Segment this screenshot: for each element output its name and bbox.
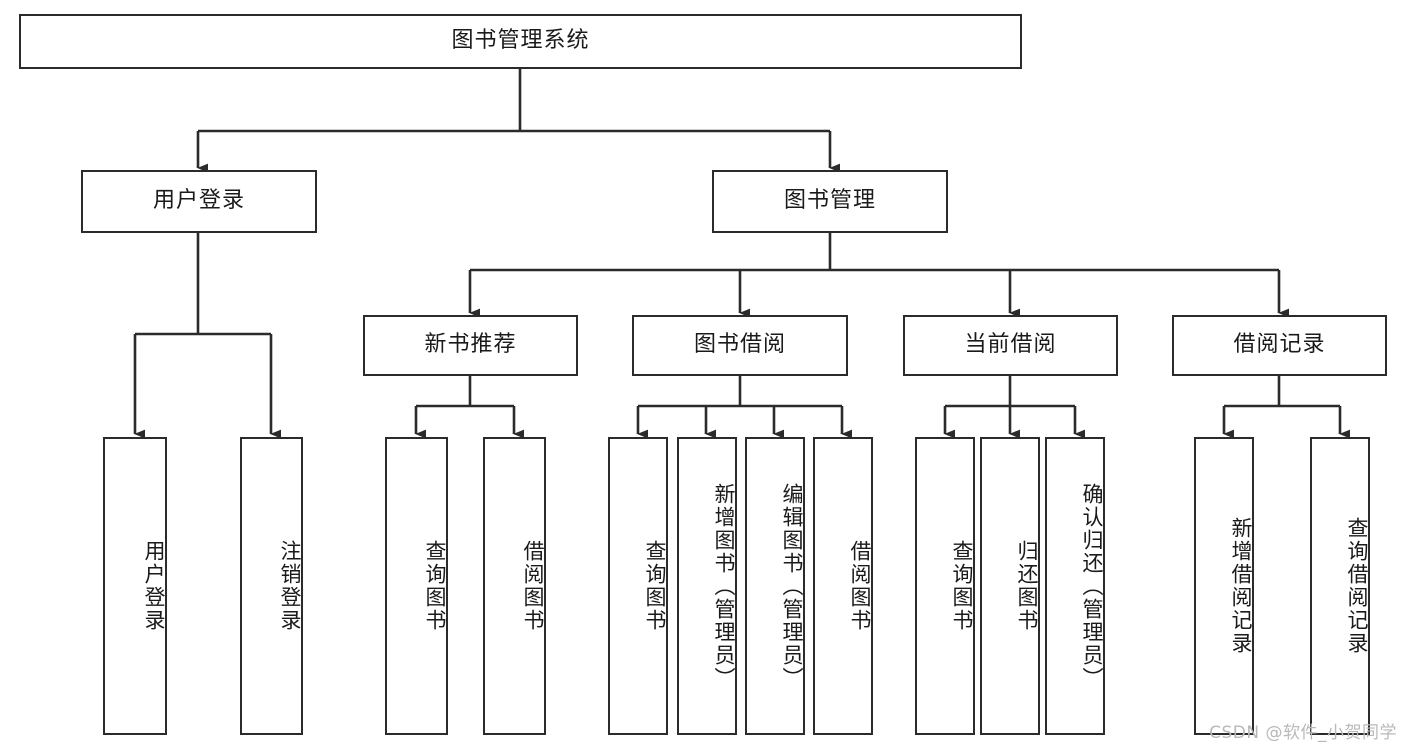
leaf-new-book-borrow-label: 借阅图书	[521, 540, 545, 632]
leaf-borrow-record-query-label: 查询借阅记录	[1345, 517, 1369, 655]
node-current-borrow-label: 当前借阅	[964, 332, 1057, 358]
node-root[interactable]: 图书管理系统	[19, 14, 1022, 69]
leaf-borrow-record-add[interactable]: 新增借阅记录	[1194, 437, 1254, 735]
leaf-current-borrow-confirm-label: 确认归还（管理员）	[1080, 482, 1104, 690]
leaf-book-borrow-query-label: 查询图书	[643, 540, 667, 632]
leaf-current-borrow-query[interactable]: 查询图书	[915, 437, 975, 735]
node-user-login[interactable]: 用户登录	[81, 170, 317, 233]
node-book-borrow-label: 图书借阅	[693, 332, 786, 358]
leaf-book-borrow-add-label: 新增图书（管理员）	[712, 482, 736, 690]
leaf-user-login-login-label: 用户登录	[142, 540, 166, 632]
leaf-book-borrow-edit-label: 编辑图书（管理员）	[780, 482, 804, 690]
leaf-user-login-logout[interactable]: 注销登录	[240, 437, 303, 735]
leaf-current-borrow-query-label: 查询图书	[950, 540, 974, 632]
leaf-book-borrow-borrow-label: 借阅图书	[848, 540, 872, 632]
leaf-new-book-query-label: 查询图书	[423, 540, 447, 632]
node-current-borrow[interactable]: 当前借阅	[903, 315, 1118, 376]
leaf-borrow-record-add-label: 新增借阅记录	[1229, 517, 1253, 655]
leaf-new-book-query[interactable]: 查询图书	[385, 437, 448, 735]
node-book-management-label: 图书管理	[783, 188, 876, 214]
leaf-book-borrow-add[interactable]: 新增图书（管理员）	[677, 437, 737, 735]
node-root-label: 图书管理系统	[451, 28, 590, 54]
node-borrow-record-label: 借阅记录	[1233, 332, 1326, 358]
node-borrow-record[interactable]: 借阅记录	[1172, 315, 1387, 376]
node-book-management[interactable]: 图书管理	[712, 170, 948, 233]
node-new-book-recommend[interactable]: 新书推荐	[363, 315, 578, 376]
leaf-book-borrow-edit[interactable]: 编辑图书（管理员）	[745, 437, 805, 735]
leaf-current-borrow-return-label: 归还图书	[1015, 540, 1039, 632]
leaf-new-book-borrow[interactable]: 借阅图书	[483, 437, 546, 735]
leaf-current-borrow-confirm[interactable]: 确认归还（管理员）	[1045, 437, 1105, 735]
leaf-book-borrow-borrow[interactable]: 借阅图书	[813, 437, 873, 735]
leaf-user-login-logout-label: 注销登录	[278, 540, 302, 632]
leaf-user-login-login[interactable]: 用户登录	[103, 437, 167, 735]
leaf-borrow-record-query[interactable]: 查询借阅记录	[1310, 437, 1370, 735]
leaf-current-borrow-return[interactable]: 归还图书	[980, 437, 1040, 735]
leaf-book-borrow-query[interactable]: 查询图书	[608, 437, 668, 735]
node-new-book-recommend-label: 新书推荐	[424, 332, 517, 358]
node-user-login-label: 用户登录	[152, 188, 245, 214]
node-book-borrow[interactable]: 图书借阅	[632, 315, 848, 376]
